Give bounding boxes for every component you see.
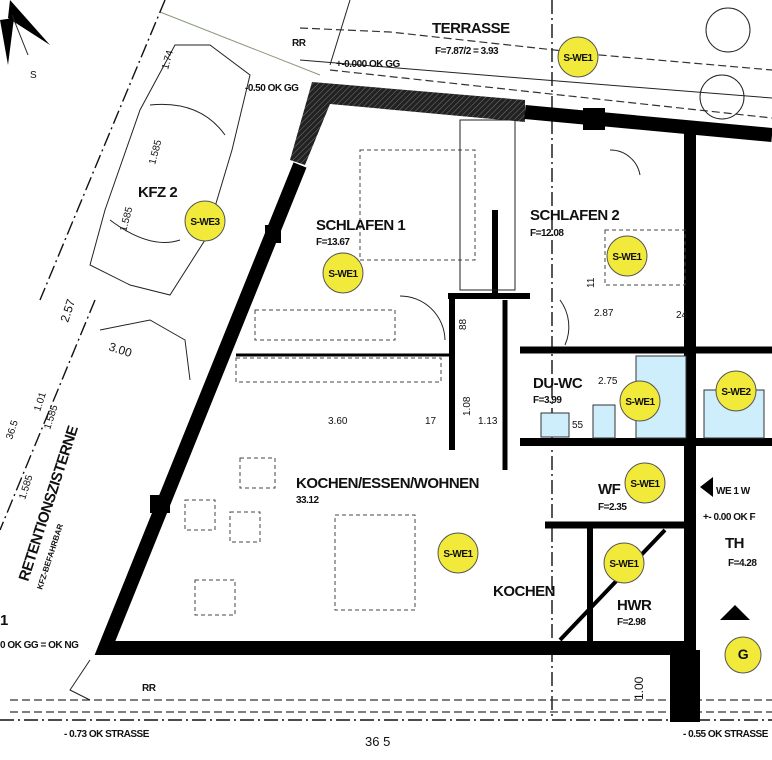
parking-dim: 1.74 (160, 49, 176, 71)
level-gg-minus: -0.50 OK GG (245, 83, 299, 94)
tag-label-hwr: S-WE1 (609, 559, 639, 570)
dim-1-585b: 1.585 (17, 473, 35, 501)
tag-circle-schlafen-1 (322, 252, 364, 294)
room-schlafen-2: SCHLAFEN 2 (530, 207, 619, 224)
dim-2-57: 2.57 (58, 297, 79, 324)
parking-dim: 1.585 (118, 205, 135, 232)
level-street-right: - 0.55 OK STRASSE (683, 729, 769, 740)
dim-36-5: 36.5 (4, 419, 21, 441)
tag-circle-garage (724, 636, 762, 674)
dim-11: 11 (586, 277, 597, 288)
dim-3-60: 3.60 (328, 416, 348, 427)
tag-circle-wohnen (437, 532, 479, 574)
level-gg-ng: 0 OK GG = OK NG (0, 640, 79, 651)
tag-label-schlafen-2: S-WE1 (612, 252, 642, 263)
terrace-name: TERRASSE (432, 20, 510, 37)
tag-circle-terrace (557, 36, 599, 78)
tag-circle-schlafen-2 (606, 235, 648, 277)
entrance-label: WE 1 W (716, 486, 751, 497)
room-du-wc-area: F=3.99 (533, 395, 562, 406)
compass-label: S (30, 70, 37, 81)
room-hwr: HWR (617, 597, 652, 614)
dim-1-00: 1.00 (632, 676, 646, 700)
level-rr-bottom: RR (142, 683, 157, 694)
car-outline (89, 44, 251, 296)
level-gg-zero: +-0.000 OK GG (336, 59, 401, 70)
room-kochen: KOCHEN (493, 583, 555, 600)
dim-bottom-36-5: 36 5 (365, 734, 390, 749)
dim-55: 55 (572, 420, 584, 431)
tag-label-du-wc: S-WE1 (625, 397, 655, 408)
room-wf-area: F=2.35 (598, 502, 627, 513)
dim-1-08: 1.08 (462, 396, 473, 416)
room-tags: S-WE1S-WE3S-WE1S-WE1S-WE1S-WE2S-WE1S-WE1… (184, 36, 762, 674)
dim-1-585: 1.585 (42, 403, 60, 431)
tag-circle-wf (624, 462, 666, 504)
level-street-left: - 0.73 OK STRASSE (64, 729, 150, 740)
room-schlafen-1: SCHLAFEN 1 (316, 217, 405, 234)
room-kochen-essen-wohnen: KOCHEN/ESSEN/WOHNEN (296, 475, 479, 492)
dim-2-75: 2.75 (598, 376, 618, 387)
tag-label-neighbour: S-WE2 (721, 387, 751, 398)
dim-88: 88 (458, 318, 469, 330)
walls (94, 82, 772, 722)
room-schlafen-2-area: F=12.08 (530, 228, 564, 239)
dim-2-87: 2.87 (594, 308, 614, 319)
dim-1-13: 1.13 (478, 416, 498, 427)
tag-label-garage: G (738, 646, 749, 662)
compass-icon (0, 0, 50, 65)
tag-circle-neighbour (715, 370, 757, 412)
tag-circle-parking (184, 200, 226, 242)
dim-1-01: 1.01 (32, 391, 49, 413)
level-we1-floor: +- 0.00 OK F (703, 512, 755, 523)
tag-circle-du-wc (619, 380, 661, 422)
parking-name: KFZ 2 (138, 184, 177, 201)
level-rr-top: RR (292, 38, 307, 49)
room-th: TH (725, 535, 744, 552)
cistern-edge-mark: 1 (0, 612, 8, 629)
tag-label-schlafen-1: S-WE1 (328, 269, 358, 280)
dim-17: 17 (425, 416, 437, 427)
dim-24: 24 (676, 310, 688, 321)
dim-3-00: 3.00 (107, 340, 134, 361)
room-du-wc: DU-WC (533, 375, 583, 392)
tag-label-terrace: S-WE1 (563, 53, 593, 64)
room-wf: WF (598, 481, 621, 498)
tag-label-parking: S-WE3 (190, 217, 220, 228)
terrace-area: F=7.87/2 = 3.93 (435, 46, 499, 57)
room-kochen-essen-wohnen-area: 33.12 (296, 495, 319, 506)
tag-label-wohnen: S-WE1 (443, 549, 473, 560)
tag-circle-hwr (603, 542, 645, 584)
room-schlafen-1-area: F=13.67 (316, 237, 350, 248)
parking-dim: 1.585 (147, 138, 164, 165)
tag-label-wf: S-WE1 (630, 479, 660, 490)
room-th-area: F=4.28 (728, 558, 757, 569)
room-hwr-area: F=2.98 (617, 617, 646, 628)
